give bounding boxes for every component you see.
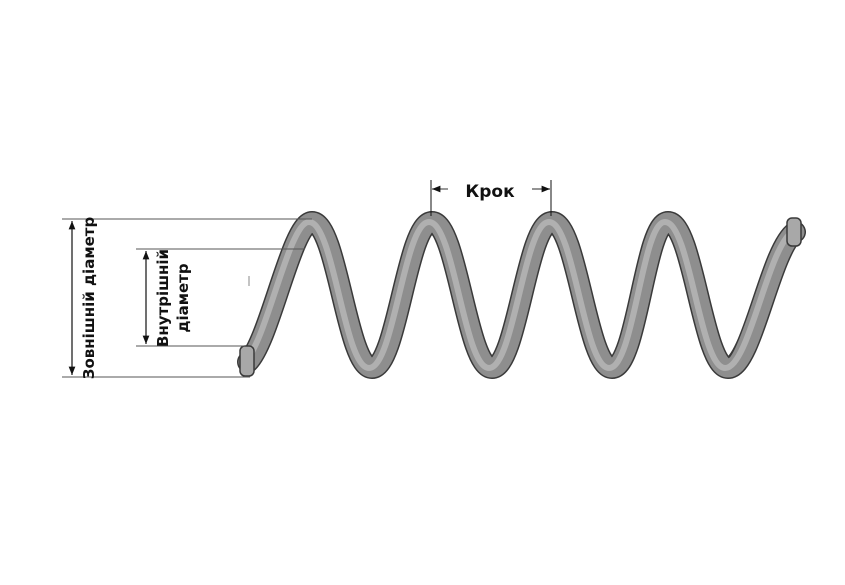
spring-end-left bbox=[239, 345, 255, 377]
spring bbox=[237, 210, 806, 380]
pitch-dimension: Крок bbox=[430, 180, 552, 216]
inner-diameter-label-line2: діаметр bbox=[174, 263, 192, 333]
inner-diameter-dimension: Внутрішній діаметр bbox=[136, 248, 305, 347]
inner-diameter-label-line1: Внутрішній bbox=[154, 249, 172, 347]
outer-diameter-label: Зовнішній діаметр bbox=[80, 217, 98, 380]
pitch-label: Крок bbox=[465, 182, 515, 202]
spring-end-right bbox=[786, 217, 802, 247]
outer-diameter-dimension: Зовнішній діаметр bbox=[62, 217, 312, 380]
